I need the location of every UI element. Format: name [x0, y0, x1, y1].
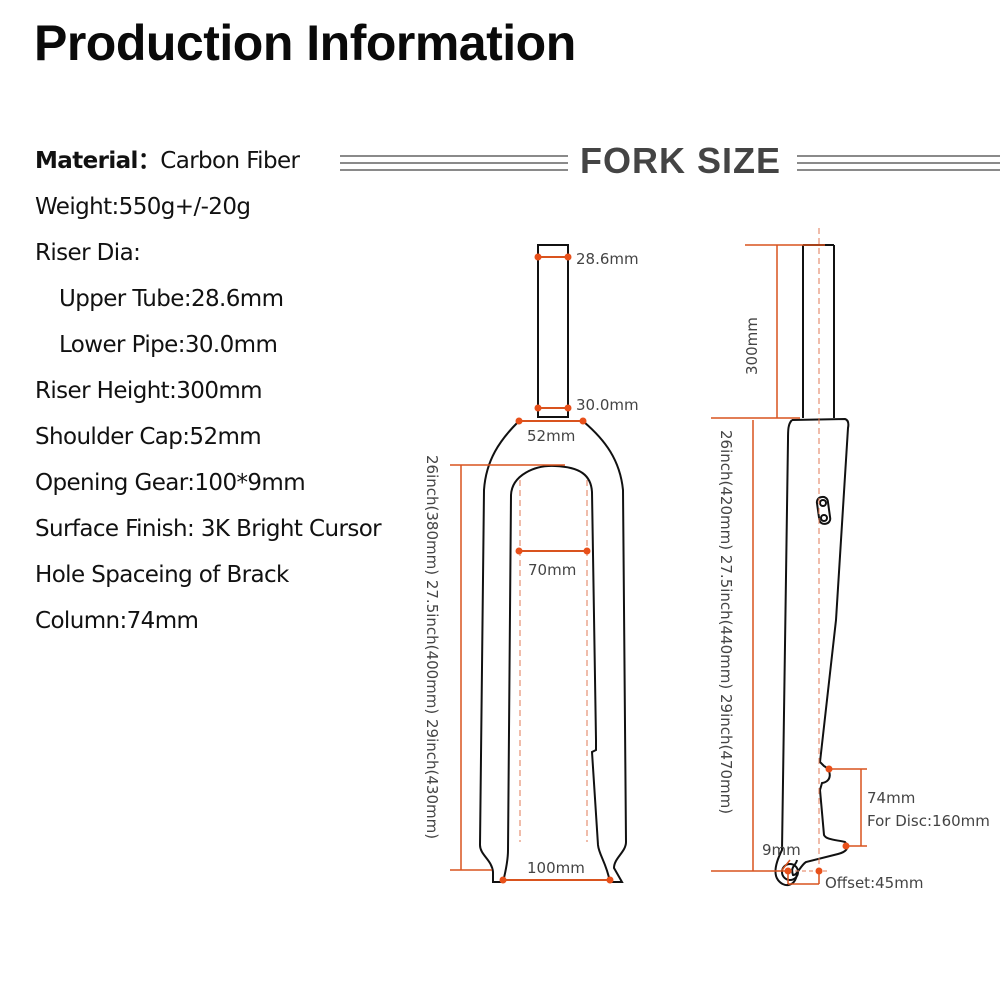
spec-weight: Weight:550g+/-20g	[35, 194, 251, 220]
front-steerer-top-label: 28.6mm	[576, 250, 639, 268]
front-left-leg-outer	[478, 421, 519, 883]
side-steerer-length-label: 300mm	[743, 317, 761, 375]
front-view-fork	[478, 244, 628, 883]
side-disc-rotor-label: For Disc:160mm	[867, 812, 990, 830]
spec-surface-finish: Surface Finish: 3K Bright Cursor	[35, 516, 382, 542]
side-offset-label: Offset:45mm	[825, 874, 923, 892]
spec-opening-gear: Opening Gear:100*9mm	[35, 470, 306, 496]
spec-shoulder-cap: Shoulder Cap:52mm	[35, 424, 262, 450]
spec-material-value: Carbon Fiber	[160, 148, 300, 174]
spec-material-sep: ：	[137, 148, 161, 174]
spec-lower-pipe: Lower Pipe:30.0mm	[59, 332, 278, 358]
spec-material: Material：Carbon Fiber	[35, 138, 381, 184]
spec-material-label: Material	[35, 148, 138, 174]
front-axle-crown-label: 26inch(380mm) 27.5inch(400mm) 29inch(430…	[423, 455, 441, 839]
side-disc-mount-label: 74mm	[867, 789, 915, 807]
front-right-leg-outer	[583, 421, 628, 883]
header-rule-right	[797, 155, 1000, 171]
front-view-dimensions	[450, 253, 614, 884]
spec-list: Material：Carbon Fiber Weight:550g+/-20g …	[35, 138, 382, 644]
front-steerer-outline	[537, 244, 569, 418]
spec-column: Column:74mm	[35, 608, 199, 634]
spec-riser-height: Riser Height:300mm	[35, 378, 263, 404]
front-inner-arch	[502, 464, 611, 883]
front-axle-spacing-label: 100mm	[527, 859, 585, 877]
spec-upper-tube: Upper Tube:28.6mm	[59, 286, 284, 312]
side-axle-dia-label: 9mm	[762, 841, 801, 859]
fork-size-heading: FORK SIZE	[580, 140, 782, 181]
page-title: Production Information	[34, 15, 576, 71]
side-axle-crown-label: 26inch(420mm) 27.5inch(440mm) 29inch(470…	[717, 430, 735, 814]
spec-riser-dia: Riser Dia:	[35, 240, 141, 266]
front-crown-width-label: 52mm	[527, 427, 575, 445]
front-steerer-bottom-label: 30.0mm	[576, 396, 639, 414]
side-view-fork	[774, 244, 850, 887]
header-rule-left	[340, 155, 568, 171]
side-view-dimensions	[711, 228, 867, 885]
front-inner-width-label: 70mm	[528, 561, 576, 579]
spec-hole-spacing: Hole Spaceing of Brack	[35, 562, 289, 588]
